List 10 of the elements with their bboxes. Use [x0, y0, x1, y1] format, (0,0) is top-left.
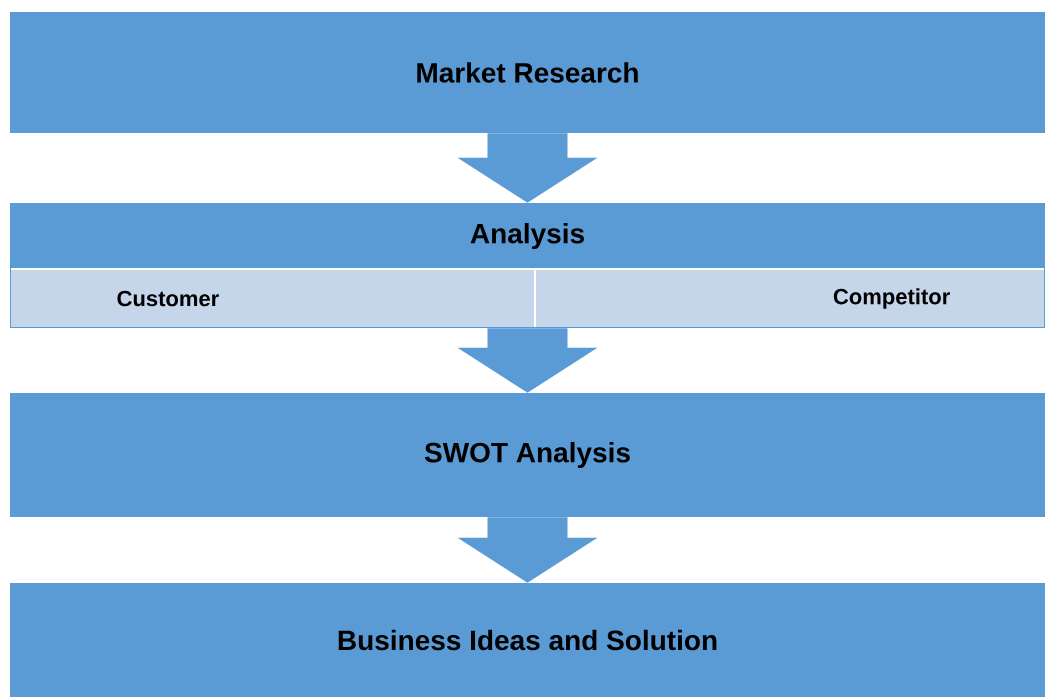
process-band: Market Research — [10, 12, 1045, 133]
node-label: Competitor — [833, 288, 950, 309]
process-band: Business Ideas and Solution — [10, 583, 1045, 697]
table-cell: Competitor — [536, 270, 1044, 327]
node-label: Customer — [117, 290, 219, 307]
process-band: SWOT Analysis — [10, 393, 1045, 517]
table-cell: Customer — [11, 270, 534, 327]
block-arrow — [457, 517, 598, 583]
block-arrow — [457, 328, 598, 393]
block-arrow — [457, 133, 598, 203]
